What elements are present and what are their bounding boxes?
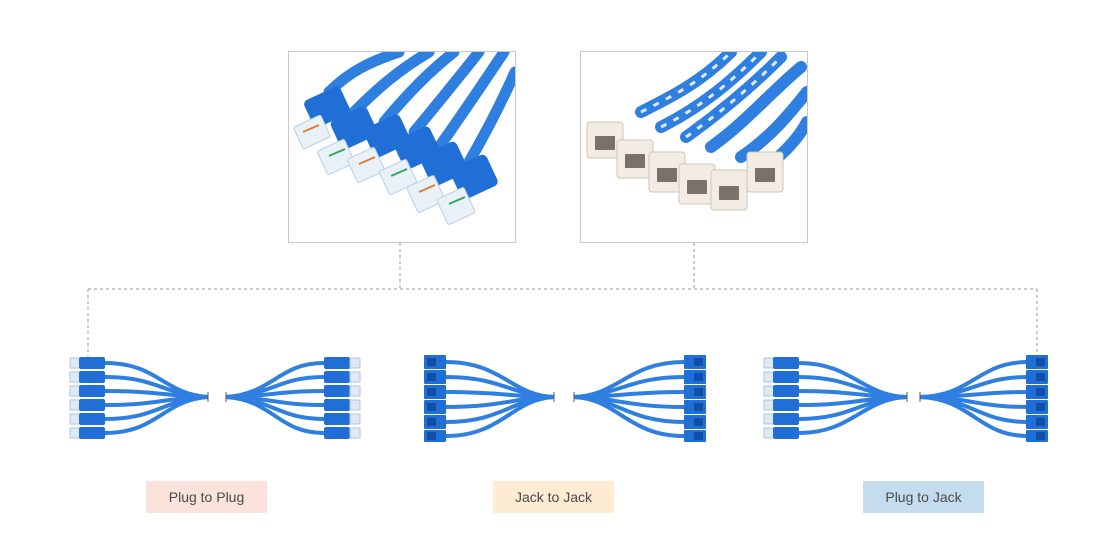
jack-ends-right bbox=[1026, 355, 1048, 442]
plug-ends-left bbox=[69, 357, 105, 439]
cable-fan-right bbox=[919, 360, 1029, 438]
cable-fan-left bbox=[104, 361, 209, 435]
plug-ends-left bbox=[763, 357, 799, 439]
plug-ends-right bbox=[324, 357, 361, 439]
jack-ends-left bbox=[424, 355, 446, 442]
jack-to-jack-label: Jack to Jack bbox=[493, 481, 614, 513]
plug-to-plug-label: Plug to Plug bbox=[146, 481, 267, 513]
plug-to-jack-assembly bbox=[763, 355, 1048, 442]
plug-to-jack-label: Plug to Jack bbox=[863, 481, 984, 513]
jack-to-jack-assembly bbox=[424, 355, 706, 442]
cable-fan-left bbox=[798, 361, 908, 435]
cable-fan-right bbox=[225, 361, 325, 435]
cable-fan-left bbox=[445, 360, 555, 438]
jack-ends-right bbox=[684, 355, 706, 442]
jack-bundle-photo bbox=[580, 51, 808, 243]
cable-fan-right bbox=[573, 360, 685, 438]
plug-bundle-photo bbox=[288, 51, 516, 243]
plug-to-plug-assembly bbox=[69, 357, 361, 439]
rj45-plug-bundle-icon bbox=[289, 52, 515, 242]
keystone-jack-bundle-icon bbox=[581, 52, 807, 242]
